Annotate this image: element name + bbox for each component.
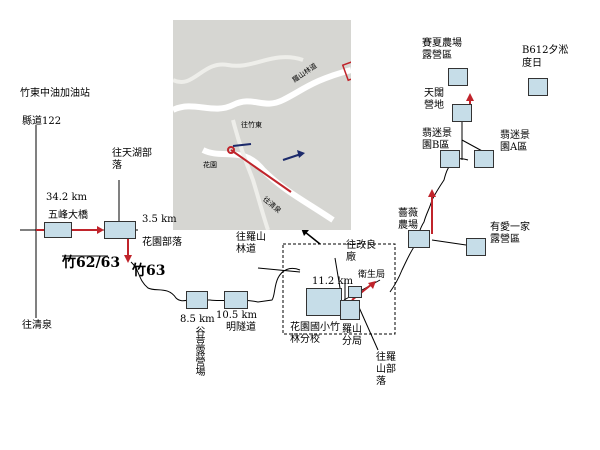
inset-road-3 [173, 55, 304, 84]
red-arrow-5-head [428, 189, 436, 197]
red-arrow-3-head [124, 255, 132, 263]
km-34-2-label: 34.2 km [46, 192, 87, 203]
route-63-label: 竹63 [132, 263, 166, 279]
mingsuidao-label: 明隧道 [226, 322, 256, 333]
red-arrow-2-head [97, 226, 104, 234]
to-qingquan-label: 往清泉 [22, 320, 52, 331]
to-tianhu-label: 往天湖部落 [112, 148, 152, 171]
inset-road-1 [173, 67, 351, 113]
saixia-box [448, 68, 468, 86]
county-road-label: 縣道122 [22, 116, 62, 127]
winding-road-1 [130, 261, 301, 303]
inset-map-svg [173, 20, 351, 230]
inset-red-box [341, 59, 351, 82]
gusu-camp-label: 谷荳露營場 [193, 326, 204, 376]
luoshan-forest-road [257, 267, 301, 273]
to-luoshan-forest-label: 往羅山林道 [236, 232, 266, 255]
route-62-63-label: 竹62/63 [62, 255, 121, 271]
inset-navy-arrow-1 [232, 143, 252, 147]
inset-pointer-head [301, 228, 309, 236]
inset-road-label-c: 花園 [203, 161, 217, 169]
luoshan-branch-label: 羅山分局 [342, 324, 362, 347]
b612-label: B612夕淞度日 [522, 45, 569, 69]
inset-road-label-b: 往竹東 [241, 121, 262, 129]
huayuan-box [104, 221, 136, 239]
tiankuo-camp-label: 天闊營地 [424, 88, 444, 111]
km-3-5-label: 3.5 km [142, 214, 177, 225]
youai-road [431, 239, 467, 246]
cuimijing-a-label: 翡迷景園A區 [500, 130, 530, 153]
gaiming-road [334, 257, 341, 289]
inset-navy-head-2 [297, 150, 305, 158]
km-8-5-box [186, 291, 208, 309]
inset-road-4 [231, 119, 270, 230]
inset-navy-arrow-2 [282, 153, 302, 161]
km-8-5-label: 8.5 km [180, 314, 215, 325]
inset-pointer [304, 231, 321, 245]
school-box [306, 288, 342, 316]
to-gaiming-label: 往改良廠 [346, 240, 376, 263]
cuimijing-b-label: 翡迷景園B區 [422, 128, 452, 151]
luoshan-tribe-road [357, 304, 379, 351]
km-10-5-box [224, 291, 248, 309]
b612-box [528, 78, 548, 96]
red-arrow-4-head [368, 281, 376, 289]
km-11-2-label: 11.2 km [312, 276, 353, 287]
luoshan-branch-box [340, 300, 360, 320]
saixia-farm-label: 賽夏農場露營區 [422, 38, 462, 61]
red-arrow-6-head [466, 93, 474, 101]
small-center-box [348, 286, 362, 298]
qiangwei-farm-label: 薔薇農場 [398, 208, 418, 231]
dashed-frame [282, 243, 396, 335]
qiangwei-box [408, 230, 430, 248]
cuimijing-b-box [440, 150, 460, 168]
huayuan-tribe-label: 花園部落 [142, 237, 182, 248]
huayuan-school-label: 花園國小竹林分校 [290, 322, 340, 345]
zhudong-gas-label: 竹東中油加油站 [20, 88, 90, 99]
km-10-5-label: 10.5 km [216, 310, 257, 321]
inset-red-line [230, 149, 292, 193]
youai-camp-label: 有愛一家露營區 [490, 222, 530, 245]
inset-map: 羅山林道 往竹東 花園 往清泉 [173, 20, 351, 230]
wufeng-bridge-box [44, 222, 72, 238]
youai-box [466, 238, 486, 256]
cuimijing-a-box [474, 150, 494, 168]
wufeng-bridge-label: 五峰大橋 [48, 210, 88, 221]
inset-red-dot [227, 146, 235, 154]
to-luoshan-tribe-label: 往羅山部落 [376, 352, 396, 387]
tiankuo-box [452, 104, 472, 122]
health-bureau-label: 衛生局 [358, 270, 386, 280]
inset-road-2 [201, 147, 335, 223]
